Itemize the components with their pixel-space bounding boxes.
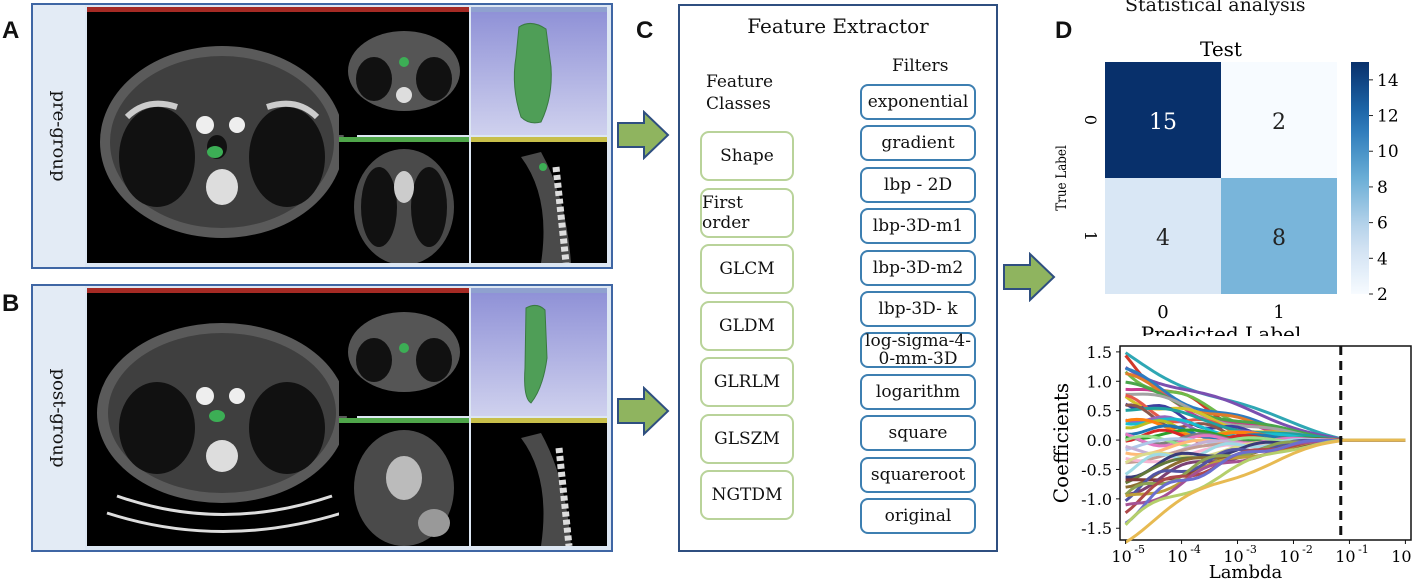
colorbar-tick-label: 8 <box>1377 178 1388 198</box>
heatmap-cell <box>1221 62 1337 178</box>
axial-scan-large <box>87 7 357 263</box>
feature-class-item: GLCM <box>700 244 794 294</box>
pre-group-tab: pre-group <box>33 5 85 267</box>
heatmap-cell <box>1221 178 1337 294</box>
filter-item: squareroot <box>860 456 976 493</box>
classes-header-line2: Classes <box>706 94 771 114</box>
colorbar-tick-label: 2 <box>1377 285 1388 305</box>
arrow-right-icon <box>1003 252 1056 302</box>
heatmap-cell-value: 15 <box>1149 110 1177 135</box>
colorbar-tick-label: 10 <box>1377 142 1399 162</box>
colorbar <box>1351 62 1369 294</box>
panel-letter-d: D <box>1055 17 1073 44</box>
stats-title: Statistical analysis <box>1125 0 1306 16</box>
feature-class-item: GLDM <box>700 300 794 351</box>
classes-header-line1: Feature <box>706 72 774 92</box>
x-tick-label: 10 <box>1335 547 1355 566</box>
filter-item: logarithm <box>860 373 976 410</box>
heatmap-x-label: Predicted Label <box>1141 322 1302 336</box>
coefficient-path <box>1124 438 1406 544</box>
x-tick-exponent: -3 <box>1246 543 1257 556</box>
heatmap-title: Test <box>1200 37 1242 61</box>
pre-group-label: pre-group <box>48 90 70 182</box>
sagittal-scan <box>471 137 607 263</box>
coronal-scan <box>339 137 469 263</box>
feature-class-item: NGTDM <box>700 470 794 520</box>
heatmap-cell-value: 8 <box>1272 226 1286 251</box>
y-tick-label: -1.5 <box>1081 519 1112 538</box>
filters-header: Filters <box>892 56 949 76</box>
y-tick-label: -0.5 <box>1081 460 1112 479</box>
colorbar-tick-label: 6 <box>1377 214 1388 234</box>
colorbar-tick-label: 14 <box>1377 71 1399 91</box>
colorbar-tick-label: 4 <box>1377 249 1388 269</box>
3d-render <box>471 7 607 135</box>
y-tick-label: 1.5 <box>1087 343 1112 362</box>
feature-class-item: First order <box>700 187 794 238</box>
feature-extractor-box: Feature Extractor Feature Classes Filter… <box>678 4 998 552</box>
heatmap-y-tick: 0 <box>1081 115 1100 125</box>
y-tick-label: 0.0 <box>1087 431 1112 450</box>
filter-item: original <box>860 498 976 534</box>
heatmap-y-tick: 1 <box>1081 231 1100 241</box>
panel-letter-c: C <box>636 17 654 44</box>
heatmap-cell-value: 4 <box>1156 226 1170 251</box>
axial-scan-large-post <box>87 288 357 546</box>
heatmap-x-tick: 0 <box>1157 302 1168 323</box>
extractor-title: Feature Extractor <box>747 14 929 38</box>
post-group-label: post-group <box>48 368 70 468</box>
y-tick-label: 1.0 <box>1087 372 1112 391</box>
filter-item: lbp-3D-m2 <box>860 249 976 286</box>
filter-item: log-sigma-4-0-mm-3D <box>860 332 976 369</box>
x-tick-exponent: -5 <box>1134 543 1145 556</box>
x-tick-label: 10 <box>1111 547 1131 566</box>
arrow-right-icon <box>617 110 670 160</box>
x-tick-label: 10 <box>1167 547 1187 566</box>
x-tick-exponent: -1 <box>1358 543 1369 556</box>
heatmap-x-tick: 1 <box>1273 302 1284 323</box>
panel-letter-a: A <box>2 17 20 44</box>
x-tick-label: 10 <box>1279 547 1299 566</box>
coef-x-label: Lambda <box>1209 562 1283 581</box>
feature-class-item: GLSZM <box>700 413 794 464</box>
y-tick-label: -1.0 <box>1081 490 1112 509</box>
filter-item: square <box>860 415 976 452</box>
y-tick-label: 0.5 <box>1087 402 1112 421</box>
ct-panel-pre: pre-group <box>31 3 613 269</box>
heatmap-cell <box>1105 178 1221 294</box>
panel-letter-b: B <box>2 290 20 317</box>
3d-render-post <box>471 288 607 416</box>
filter-item: lbp - 2D <box>860 166 976 203</box>
filter-item: exponential <box>860 84 976 120</box>
filter-item: lbp-3D- k <box>860 291 976 327</box>
filter-item: lbp-3D-m1 <box>860 208 976 245</box>
filter-item: gradient <box>860 125 976 162</box>
axial-scan-small <box>339 7 469 135</box>
x-tick-label: 10 <box>1391 547 1411 566</box>
axial-scan-small-post <box>339 288 469 416</box>
coef-y-label: Coefficients <box>1050 383 1073 503</box>
colorbar-tick-label: 12 <box>1377 107 1399 127</box>
post-group-tab: post-group <box>33 286 85 550</box>
coronal-scan-post <box>339 418 469 546</box>
heatmap-cell <box>1105 62 1221 178</box>
x-tick-label: 10 <box>1223 547 1243 566</box>
arrow-right-icon <box>617 386 670 436</box>
heatmap-cell-value: 2 <box>1272 110 1286 135</box>
axial-ct-image <box>100 46 344 238</box>
x-tick-exponent: -2 <box>1302 543 1313 556</box>
x-tick-exponent: -4 <box>1190 543 1201 556</box>
feature-class-item: Shape <box>700 131 794 181</box>
sagittal-scan-post <box>471 418 607 546</box>
coefficient-paths <box>1124 351 1406 544</box>
heatmap-y-label: True Label <box>1054 145 1070 211</box>
feature-class-item: GLRLM <box>700 357 794 407</box>
ct-panel-post: post-group <box>31 284 613 552</box>
